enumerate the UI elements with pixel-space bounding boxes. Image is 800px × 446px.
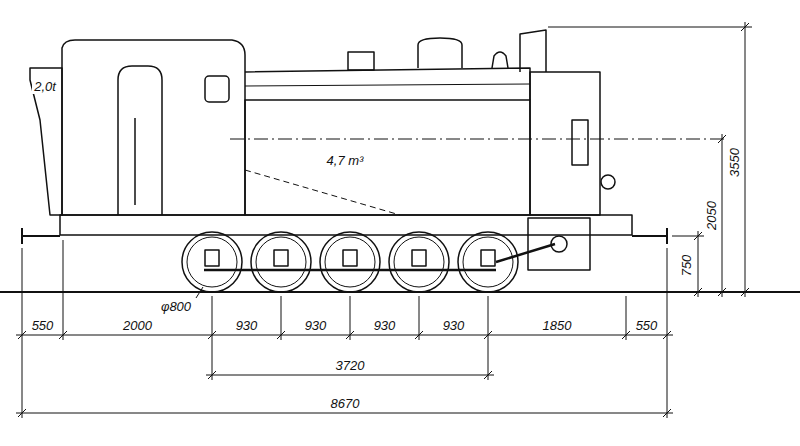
lamp — [601, 175, 615, 189]
dimension-label: 2050 — [703, 199, 718, 232]
handrail — [134, 118, 136, 205]
boiler-top — [245, 68, 530, 100]
hidden-line — [245, 170, 400, 215]
chimney — [520, 30, 546, 72]
dimension-label: 550 — [634, 318, 660, 333]
dimension-label: 8670 — [329, 396, 362, 411]
cab — [62, 40, 245, 215]
cab-window — [205, 76, 229, 102]
rail-line — [0, 291, 800, 293]
wheels — [182, 232, 518, 292]
dimension-label: 3720 — [334, 358, 367, 373]
rear-buffer — [22, 228, 60, 244]
dimension-label: 930 — [303, 318, 329, 333]
dimension-lines — [16, 22, 752, 418]
whistle — [492, 52, 508, 68]
boiler-axis — [230, 139, 727, 140]
dimension-label: 930 — [441, 318, 467, 333]
air-pump — [572, 120, 588, 165]
coal-bunker — [30, 68, 62, 215]
cab-door — [118, 66, 162, 215]
dimension-label: 550 — [30, 318, 56, 333]
dimension-label: 930 — [234, 318, 260, 333]
front-buffer — [632, 228, 667, 244]
dimension-label: 930 — [372, 318, 398, 333]
dimension-label: 3550 — [726, 146, 741, 179]
cylinder — [528, 218, 590, 270]
dimension-label: 4,7 m³ — [325, 153, 366, 168]
dimension-label: 2,0t — [32, 79, 58, 94]
boiler-pipe — [245, 84, 530, 86]
dimension-label: φ800 — [159, 299, 193, 314]
steam-dome — [418, 38, 462, 68]
smokebox — [530, 72, 600, 215]
sand-dome — [348, 52, 374, 70]
dimension-label: 750 — [679, 252, 694, 278]
dimension-label: 2000 — [121, 318, 154, 333]
dimension-label: 1850 — [541, 318, 574, 333]
coupling-rod — [204, 244, 555, 270]
side-tank — [245, 100, 530, 215]
